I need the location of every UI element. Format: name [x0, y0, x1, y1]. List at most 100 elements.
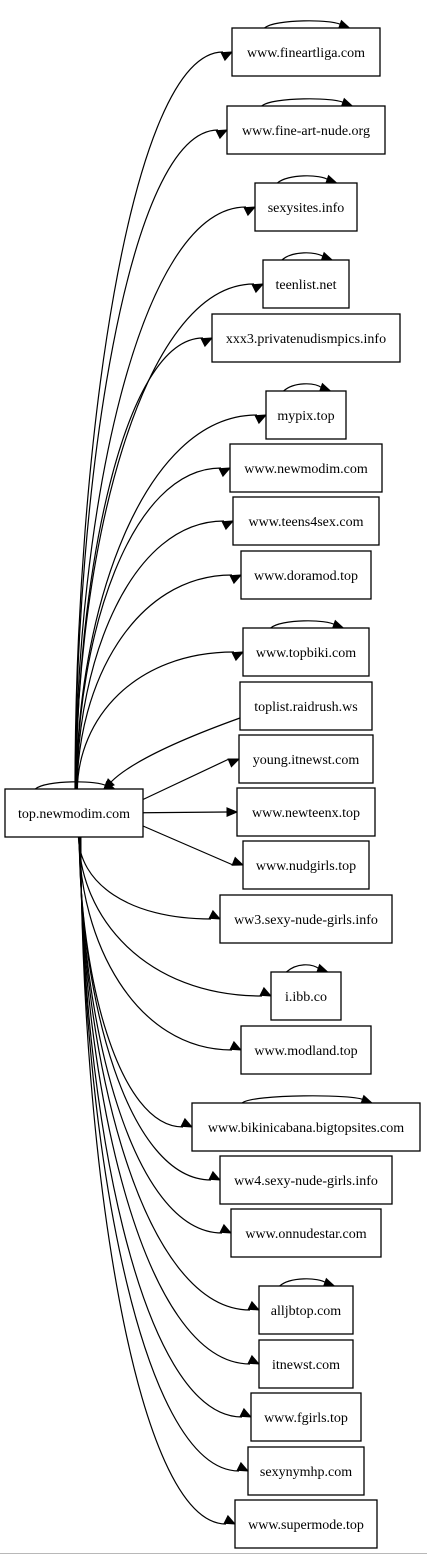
node-www-bikinicabana-bigtopsites-com[interactable]: www.bikinicabana.bigtopsites.com — [191, 1094, 421, 1152]
node-box — [229, 443, 383, 493]
node-box — [247, 1446, 365, 1496]
self-loop-edge — [261, 98, 345, 107]
node-label: teenlist.net — [275, 278, 336, 293]
edge-arrowhead — [254, 414, 268, 425]
edge-line — [74, 51, 224, 792]
node-box — [262, 259, 350, 309]
edge-arrowhead — [219, 1223, 233, 1234]
node-label: www.supermode.top — [248, 1518, 364, 1533]
node-label: www.topbiki.com — [256, 646, 356, 661]
edge-top-newmodim-com-to-sexysites-info — [74, 206, 257, 792]
node-www-fineartliga-com[interactable]: www.fineartliga.com — [231, 19, 381, 77]
edge-top-newmodim-com-to-itnewst-com — [79, 834, 261, 1365]
node-sexynymhp-com[interactable]: sexynymhp.com — [247, 1446, 365, 1496]
node-label: www.teens4sex.com — [249, 515, 364, 530]
edge-line — [74, 206, 247, 792]
node-toplist-raidrush-ws[interactable]: toplist.raidrush.ws — [239, 681, 373, 731]
node-box — [230, 1208, 382, 1258]
node-label: xxx3.privatenudismpics.info — [226, 332, 386, 347]
edge-top-newmodim-com-to-www-supermode-top — [80, 834, 237, 1525]
node-teenlist-net[interactable]: teenlist.net — [262, 251, 350, 309]
node-box — [254, 182, 358, 232]
edge-arrowhead — [226, 807, 239, 818]
edge-top-newmodim-com-to-www-onnudestar-com — [79, 834, 233, 1234]
node-label: www.doramod.top — [254, 569, 358, 584]
node-www-fine-art-nude-org[interactable]: www.fine-art-nude.org — [226, 97, 386, 155]
node-label: toplist.raidrush.ws — [254, 700, 357, 715]
node-box — [236, 787, 376, 837]
node-www-onnudestar-com[interactable]: www.onnudestar.com — [230, 1208, 382, 1258]
node-www-newteenx-top[interactable]: www.newteenx.top — [236, 787, 376, 837]
node-label: alljbtop.com — [271, 1304, 341, 1319]
node-label: www.fine-art-nude.org — [242, 124, 370, 139]
node-ww4-sexy-nude-girls-info[interactable]: ww4.sexy-nude-girls.info — [219, 1155, 393, 1205]
node-label: www.newmodim.com — [244, 462, 368, 477]
node-itnewst-com[interactable]: itnewst.com — [258, 1339, 354, 1389]
node-box — [226, 105, 386, 155]
edge-line — [74, 129, 219, 792]
edge-line — [77, 834, 212, 920]
node-top-newmodim-com[interactable]: top.newmodim.com — [4, 780, 144, 838]
node-label: www.newteenx.top — [252, 806, 360, 821]
node-box — [270, 971, 342, 1021]
edge-line — [142, 758, 230, 801]
edge-arrowhead — [229, 574, 243, 585]
edge-line — [79, 834, 251, 1365]
self-loop-edge — [283, 383, 323, 392]
edge-arrowhead — [236, 1461, 250, 1472]
self-loop-edge — [277, 175, 329, 184]
edge-line — [78, 834, 233, 1051]
node-ww3-sexy-nude-girls-info[interactable]: ww3.sexy-nude-girls.info — [219, 894, 393, 944]
node-www-topbiki-com[interactable]: www.topbiki.com — [242, 619, 370, 677]
node-www-teens4sex-com[interactable]: www.teens4sex.com — [232, 496, 380, 546]
edge-arrowhead — [227, 758, 241, 768]
node-box — [239, 681, 373, 731]
edge-top-newmodim-com-to-www-nudgirls-top — [142, 825, 245, 866]
self-loop-edge — [281, 252, 325, 261]
node-www-nudgirls-top[interactable]: www.nudgirls.top — [242, 840, 370, 890]
node-box — [242, 840, 370, 890]
node-mypix-top[interactable]: mypix.top — [265, 382, 347, 440]
edge-top-newmodim-com-to-www-modland-top — [78, 834, 243, 1051]
self-loop-edge — [34, 781, 107, 790]
edge-top-newmodim-com-to-young-itnewst-com — [142, 758, 241, 801]
node-i-ibb-co[interactable]: i.ibb.co — [270, 963, 342, 1021]
node-label: ww4.sexy-nude-girls.info — [234, 1174, 378, 1189]
edge-arrowhead — [239, 1407, 253, 1418]
edge-top-newmodim-com-to-xxx3-privatenudismpics-info — [75, 337, 214, 792]
edge-arrowhead — [223, 1514, 237, 1525]
node-xxx3-privatenudismpics-info[interactable]: xxx3.privatenudismpics.info — [211, 313, 401, 363]
edge-arrowhead — [218, 467, 232, 478]
edge-top-newmodim-com-to-www-fineartliga-com — [74, 51, 234, 792]
node-label: sexysites.info — [268, 201, 345, 216]
node-label: www.fgirls.top — [264, 1411, 348, 1426]
edge-line — [80, 834, 240, 1472]
node-www-doramod-top[interactable]: www.doramod.top — [240, 550, 372, 600]
edge-top-newmodim-com-to-www-doramod-top — [76, 574, 243, 792]
node-www-supermode-top[interactable]: www.supermode.top — [234, 1499, 378, 1549]
node-box — [238, 734, 374, 784]
edge-arrowhead — [180, 1117, 194, 1128]
edge-line — [76, 467, 222, 792]
node-alljbtop-com[interactable]: alljbtop.com — [258, 1277, 354, 1335]
node-sexysites-info[interactable]: sexysites.info — [254, 174, 358, 232]
edge-arrowhead — [259, 986, 273, 997]
node-www-modland-top[interactable]: www.modland.top — [240, 1025, 372, 1075]
node-label: sexynymhp.com — [260, 1465, 352, 1480]
node-www-newmodim-com[interactable]: www.newmodim.com — [229, 443, 383, 493]
edge-line — [80, 834, 227, 1525]
edge-top-newmodim-com-to-www-newteenx-top — [142, 807, 239, 818]
node-label: www.onnudestar.com — [245, 1227, 366, 1242]
node-box — [242, 627, 370, 677]
edge-line — [76, 574, 233, 792]
self-loop-edge — [264, 20, 342, 29]
edge-arrowhead — [220, 51, 234, 62]
edge-top-newmodim-com-to-www-topbiki-com — [76, 651, 245, 792]
node-www-fgirls-top[interactable]: www.fgirls.top — [250, 1392, 362, 1442]
edge-arrowhead — [231, 651, 245, 662]
node-box — [234, 1499, 378, 1549]
edge-arrowhead — [221, 520, 235, 531]
edge-arrowhead — [243, 206, 257, 217]
node-young-itnewst-com[interactable]: young.itnewst.com — [238, 734, 374, 784]
